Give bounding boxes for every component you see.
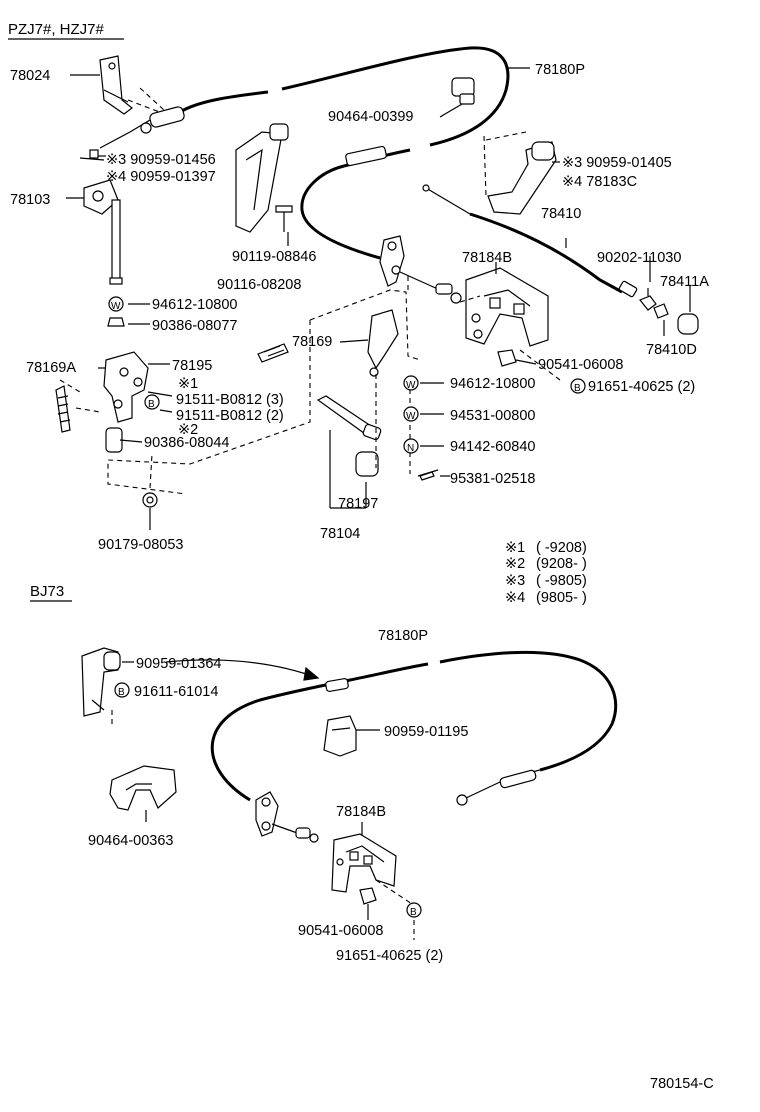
part-label: 78024 [10,68,50,84]
rear-cable-lower [210,650,618,806]
part-label: 90116-08208 [217,277,301,293]
part-label: 78180P [535,62,585,78]
rod-78104 [316,395,382,509]
part-label: 90386-08044 [144,435,229,451]
circled-symbols-section1: W B W W N B [107,296,586,454]
legend-mark: ※3 [505,573,525,589]
part-label: 94142-60840 [450,439,535,455]
part-label: 94612-10800 [450,376,535,392]
clamp-90959-01364 [81,647,320,726]
svg-text:B: B [118,687,125,698]
svg-text:B: B [410,907,417,918]
note-label: ※2 [178,422,198,438]
part-label: 78410 [541,206,581,222]
bolt-90541-upper [497,349,537,367]
cam-78169 [339,309,399,377]
legend-mark: ※4 [505,590,525,606]
bracket-78183c [485,131,557,215]
bolt-90116 [257,343,289,363]
part-label: 78411A [660,274,709,290]
legend-range: (9805- ) [536,590,587,606]
svg-text:B: B [148,399,155,410]
part-label: 94612-10800 [152,297,237,313]
legend-mark: ※2 [505,556,525,572]
washer-column [417,469,439,481]
legend-range: ( -9208) [536,540,587,556]
lever-78103 [66,149,123,285]
clip-90959-01195 [323,715,380,757]
part-label: ※3 90959-01456 [106,152,216,168]
part-label: 90541-06008 [538,357,623,373]
part-label: 78104 [320,526,360,542]
part-label: 78184B [336,804,386,820]
part-label: 78169 [292,334,332,350]
part-label: 78180P [378,628,428,644]
svg-text:N: N [407,443,414,454]
part-label: ※4 90959-01397 [106,169,216,185]
dashed-leaders [59,87,561,495]
part-label: 78103 [10,192,50,208]
part-label: 90464-00399 [328,109,413,125]
svg-text:B: B [574,383,581,394]
section-heading: BJ73 [30,583,64,600]
part-label: 78410D [646,342,697,358]
part-label: 90541-06008 [298,923,383,939]
part-label: 91511-B0812 (3) [176,392,284,408]
lever-grip [235,123,293,233]
part-label: 78197 [338,496,378,512]
bracket-78184b-lower [331,822,397,893]
clip-90464-00399 [439,77,475,118]
small-parts-right [639,288,699,335]
diagram-code: 780154-C [650,1076,714,1092]
note-label: ※1 [178,376,198,392]
bolt-90541-lower [359,887,377,920]
part-label: 90202-11030 [597,250,681,266]
part-label: 91611-61014 [134,684,218,700]
cable-78410 [422,184,638,298]
part-label: 94531-00800 [450,408,535,424]
part-label: 78169A [26,360,76,376]
part-label: 90959-01364 [136,656,221,672]
svg-text:W: W [406,411,416,422]
part-label: 90179-08053 [98,537,183,553]
section-heading: PZJ7#, HZJ7# [8,21,105,38]
rear-cable-upper [179,46,510,260]
section-pzj7-hzj7: PZJ7#, HZJ7# [8,21,709,606]
cable-end-upper-left [99,106,185,149]
part-label: 95381-02518 [450,471,535,487]
dashed-leaders-lower [375,879,415,940]
legend: ※1 ( -9208) ※2 (9208- ) ※3 ( -9805) ※4 (… [505,540,587,606]
svg-text:W: W [111,301,121,312]
part-label: 91651-40625 (2) [588,379,695,395]
pivot-lower [255,791,319,843]
middle-pivot [379,235,462,304]
bracket-78024 [70,55,176,119]
part-label: 78195 [172,358,212,374]
part-label: 90959-01195 [384,724,468,740]
part-label: 90464-00363 [88,833,173,849]
bracket-78195 [55,351,170,508]
section-bj73: BJ73 [30,583,618,964]
bracket-78184b-upper [465,267,549,347]
part-label: ※3 90959-01405 [562,155,672,171]
label-leaders-section1 [79,67,691,530]
svg-text:W: W [406,380,416,391]
part-label: 90386-08077 [152,318,237,334]
part-label: 90119-08846 [232,249,316,265]
legend-range: (9208- ) [536,556,587,572]
part-label: 91651-40625 (2) [336,948,443,964]
part-label: 78184B [462,250,512,266]
legend-range: ( -9805) [536,573,587,589]
part-label: 91511-B0812 (2) [176,408,284,424]
circled-symbols-section2: B B [114,682,422,918]
legend-mark: ※1 [505,540,525,556]
clip-90464-00363 [109,765,177,822]
part-label: ※4 78183C [562,174,637,190]
